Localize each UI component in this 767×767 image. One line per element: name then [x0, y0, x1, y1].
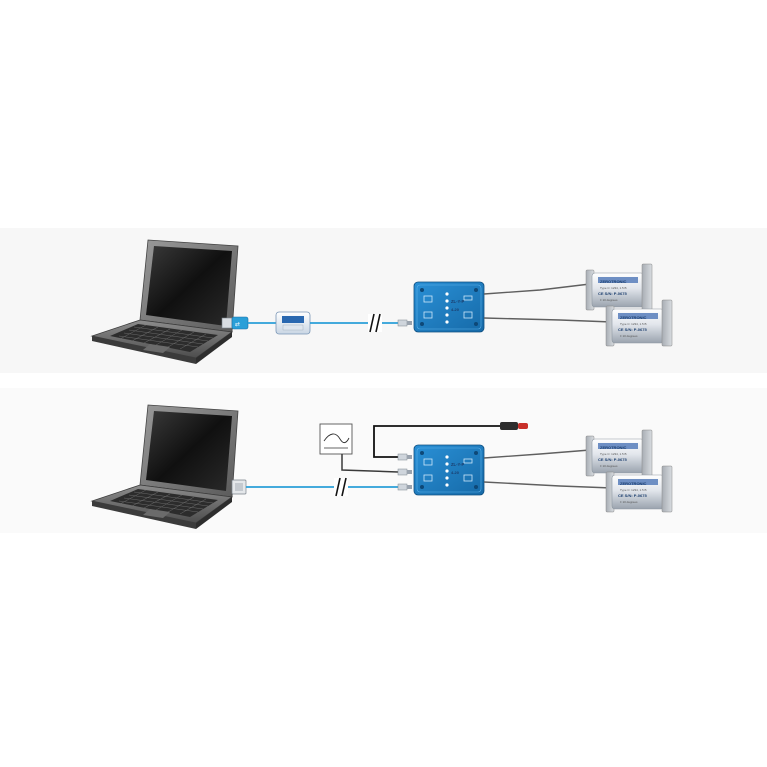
junction-module-icon	[413, 444, 485, 496]
serial-setup: ZL-Y-P 4-20 ZEROTRONIC Type C: 1234, 1.5…	[91, 404, 673, 530]
svg-text:Type C: 1234, 1.5 B: Type C: 1234, 1.5 B	[600, 286, 627, 290]
sensor-cable	[483, 449, 591, 459]
cable-break-icon	[334, 477, 348, 497]
svg-text:Type C: 1234, 1.5 B: Type C: 1234, 1.5 B	[620, 488, 647, 492]
sensor-label: ZEROTRONIC Type C: 1234, 1.5 B CE S/N: P…	[618, 315, 647, 338]
serial-connector-icon	[231, 479, 247, 495]
svg-text:CE S/N: P-0675: CE S/N: P-0675	[598, 457, 627, 462]
module-model-label: ZL-Y-P	[451, 299, 464, 304]
usb-setup: ⇄ ZL-Y-P 4-20 ZEROTRONIC Type C: 1234, 1…	[91, 239, 673, 365]
sensor-label: ZEROTRONIC Type C: 1234, 1.5 B CE S/N: P…	[598, 279, 627, 302]
cable-break-icon	[368, 313, 382, 333]
svg-text:± 10 degrees: ± 10 degrees	[620, 334, 638, 338]
sensor-label: ZEROTRONIC Type C: 1234, 1.5 B CE S/N: P…	[618, 481, 647, 504]
power-cable	[341, 454, 399, 473]
usb-plug-icon: ⇄	[221, 316, 249, 330]
svg-text:CE S/N: P-0675: CE S/N: P-0675	[618, 327, 647, 332]
junction-module-icon	[413, 281, 485, 333]
sensor-label: ZEROTRONIC Type C: 1234, 1.5 B CE S/N: P…	[598, 445, 627, 468]
module-model-label: ZL-Y-P	[451, 462, 464, 467]
signal-plug-icon	[500, 422, 528, 430]
svg-text:± 10 degrees: ± 10 degrees	[620, 500, 638, 504]
power-supply-icon	[319, 423, 353, 455]
module-port-label: 4-20	[451, 470, 460, 475]
signal-cable	[373, 425, 500, 458]
usb-converter-icon	[275, 311, 311, 335]
svg-text:ZEROTRONIC: ZEROTRONIC	[600, 279, 627, 284]
svg-text:± 10 degrees: ± 10 degrees	[600, 464, 618, 468]
sensor-cable	[483, 283, 591, 295]
svg-text:ZEROTRONIC: ZEROTRONIC	[620, 481, 647, 486]
svg-text:CE S/N: P-0675: CE S/N: P-0675	[598, 291, 627, 296]
sensor-cable	[483, 481, 613, 489]
svg-text:Type C: 1234, 1.5 B: Type C: 1234, 1.5 B	[620, 322, 647, 326]
svg-text:⇄: ⇄	[235, 321, 240, 328]
svg-text:± 10 degrees: ± 10 degrees	[600, 298, 618, 302]
sensor-cable	[483, 317, 613, 323]
module-port-label: 4-20	[451, 307, 460, 312]
svg-text:ZEROTRONIC: ZEROTRONIC	[600, 445, 627, 450]
svg-text:CE S/N: P-0675: CE S/N: P-0675	[618, 493, 647, 498]
svg-text:ZEROTRONIC: ZEROTRONIC	[620, 315, 647, 320]
svg-text:Type C: 1234, 1.5 B: Type C: 1234, 1.5 B	[600, 452, 627, 456]
